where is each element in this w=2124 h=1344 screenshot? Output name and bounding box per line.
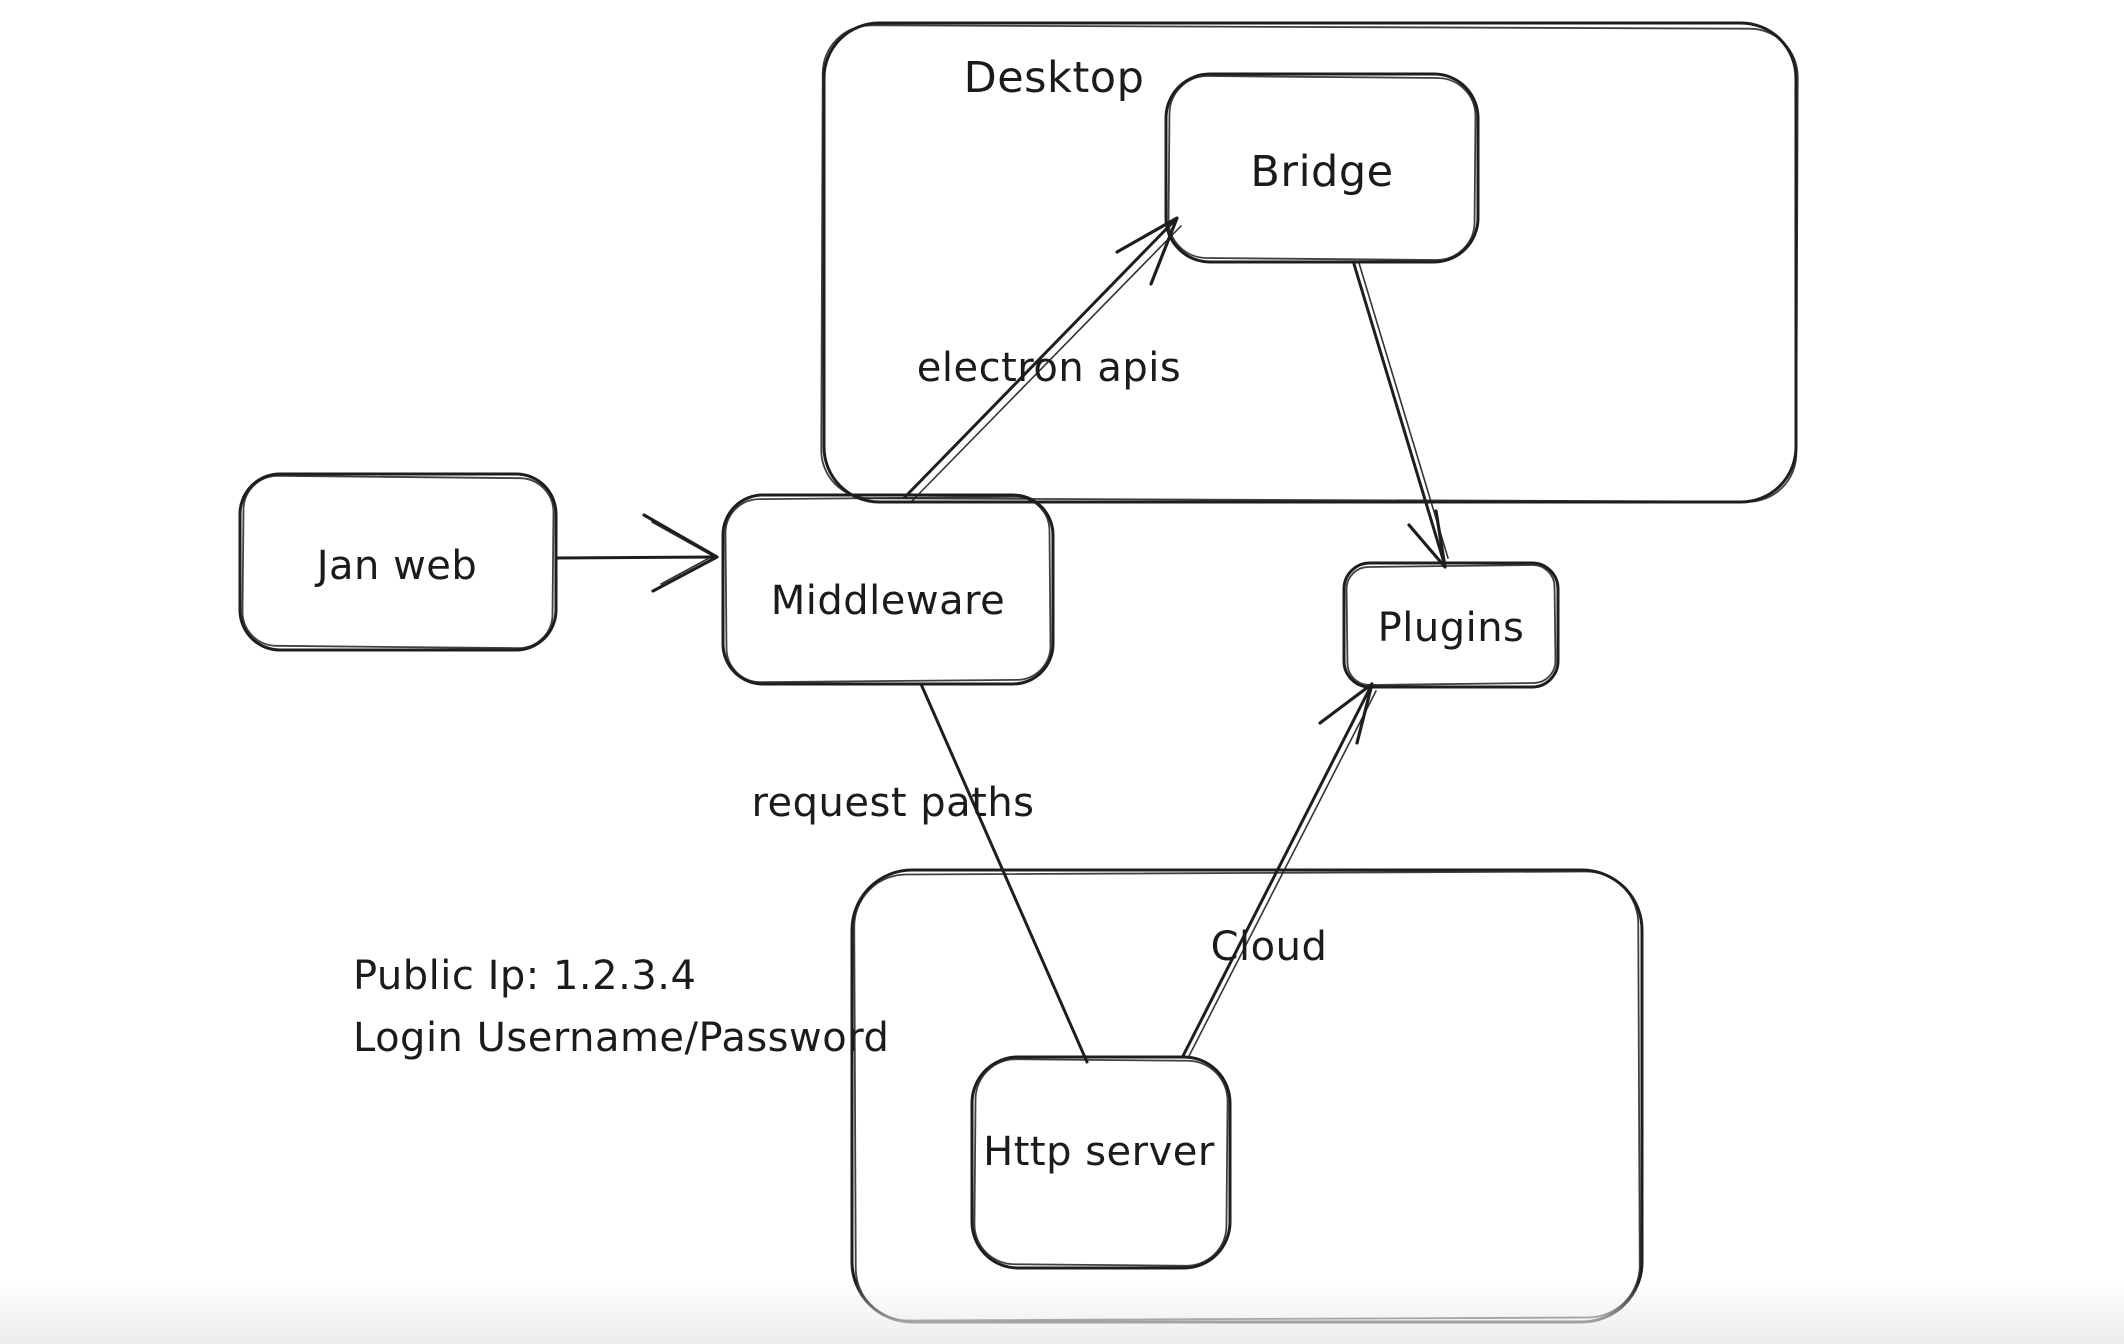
edge-httpserver-plugins-arrowhead bbox=[1318, 682, 1374, 745]
annotation-login[interactable]: Login Username/Password bbox=[353, 1015, 890, 1061]
node-middleware-shape[interactable] bbox=[721, 493, 1055, 686]
desktop-box-outline-sketch bbox=[820, 24, 1799, 503]
edge-janweb-middleware-arrowhead bbox=[642, 513, 719, 593]
edge-label-electron-apis[interactable]: electron apis bbox=[916, 345, 1182, 391]
node-http-server-label[interactable]: Http server bbox=[983, 1129, 1215, 1175]
edge-middleware-to-bridge[interactable] bbox=[903, 216, 1182, 502]
annotation-public-ip[interactable]: Public Ip: 1.2.3.4 bbox=[353, 953, 697, 999]
jan-web-box-outline bbox=[238, 472, 558, 652]
edge-bridge-plugins-arrowhead bbox=[1407, 509, 1447, 569]
edge-janweb-middleware-shaft bbox=[554, 555, 718, 560]
bridge-box-outline-sketch bbox=[1167, 75, 1477, 261]
container-desktop-shape[interactable] bbox=[820, 21, 1799, 504]
edge-middleware-bridge-shaft-sketch bbox=[911, 225, 1182, 502]
edge-label-request-paths[interactable]: request paths bbox=[751, 780, 1035, 826]
edge-httpserver-plugins-shaft bbox=[1181, 684, 1373, 1058]
container-desktop-label[interactable]: Desktop bbox=[963, 53, 1145, 103]
http-server-box-outline bbox=[970, 1055, 1232, 1270]
node-middleware-label[interactable]: Middleware bbox=[770, 578, 1006, 624]
node-jan-web-label[interactable]: Jan web bbox=[316, 543, 478, 589]
middleware-box-outline-sketch bbox=[724, 495, 1052, 684]
bridge-box-outline bbox=[1164, 72, 1480, 264]
edge-bridge-to-plugins[interactable] bbox=[1352, 262, 1449, 569]
plugins-box-outline-sketch bbox=[1345, 564, 1557, 686]
edge-bridge-plugins-shaft bbox=[1352, 262, 1447, 568]
edge-middleware-to-httpserver[interactable] bbox=[919, 682, 1089, 1064]
edge-httpserver-to-plugins[interactable] bbox=[1181, 682, 1377, 1059]
plugins-box-outline bbox=[1342, 561, 1560, 689]
edge-bridge-plugins-shaft-sketch bbox=[1358, 262, 1449, 559]
jan-web-box-outline-sketch bbox=[241, 474, 555, 650]
node-jan-web-shape[interactable] bbox=[238, 472, 558, 652]
container-cloud-label[interactable]: Cloud bbox=[1210, 924, 1328, 970]
desktop-box-outline bbox=[822, 21, 1798, 504]
edge-middleware-httpserver-shaft bbox=[919, 682, 1089, 1064]
http-server-box-outline-sketch bbox=[973, 1058, 1229, 1267]
node-bridge-shape[interactable] bbox=[1164, 72, 1480, 264]
edge-middleware-bridge-arrowhead bbox=[1115, 216, 1179, 286]
node-bridge-label[interactable]: Bridge bbox=[1250, 147, 1394, 197]
edge-janweb-to-middleware[interactable] bbox=[554, 513, 719, 593]
node-http-server-shape[interactable] bbox=[970, 1055, 1232, 1270]
node-plugins-label[interactable]: Plugins bbox=[1377, 605, 1525, 651]
edge-middleware-bridge-shaft bbox=[903, 217, 1178, 499]
edge-janweb-middleware-arrowhead-sketch bbox=[651, 521, 714, 585]
edge-httpserver-plugins-shaft-sketch bbox=[1187, 690, 1377, 1059]
middleware-box-outline bbox=[721, 493, 1055, 686]
node-plugins-shape[interactable] bbox=[1342, 561, 1560, 689]
